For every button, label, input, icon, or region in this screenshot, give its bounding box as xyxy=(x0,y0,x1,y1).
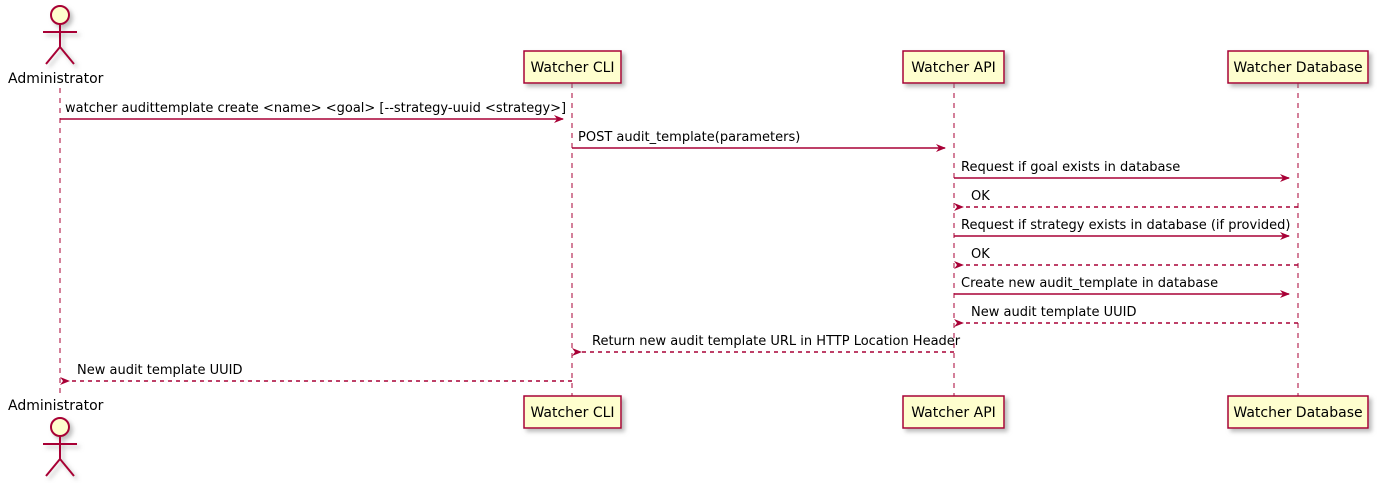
actor-label-administrator-top: Administrator xyxy=(8,71,104,87)
message-10[interactable]: New audit template UUID xyxy=(60,363,572,385)
participant-label-watcher-cli-bottom: Watcher CLI xyxy=(530,405,614,421)
actor-leg-left-icon xyxy=(45,458,61,477)
participant-box-watcher-api-bottom[interactable]: Watcher API xyxy=(902,395,1005,429)
message-label-3: Request if goal exists in database xyxy=(961,160,1180,175)
participant-box-rect xyxy=(902,395,1005,429)
message-1[interactable]: watcher audittemplate create <name> <goa… xyxy=(60,101,566,123)
message-9[interactable]: Return new audit template URL in HTTP Lo… xyxy=(572,334,961,356)
participant-label-watcher-database-bottom: Watcher Database xyxy=(1233,405,1362,421)
message-label-1: watcher audittemplate create <name> <goa… xyxy=(65,101,566,116)
actor-head-icon xyxy=(50,5,70,25)
actor-administrator-top[interactable] xyxy=(43,5,77,65)
participant-box-rect xyxy=(523,50,622,84)
participant-label-watcher-api-bottom: Watcher API xyxy=(911,405,996,421)
message-label-2: POST audit_template(parameters) xyxy=(578,130,800,145)
message-6[interactable]: OK xyxy=(954,247,1298,269)
actor-leg-left-icon xyxy=(45,46,61,65)
message-5[interactable]: Request if strategy exists in database (… xyxy=(954,218,1290,240)
participant-box-watcher-cli-bottom[interactable]: Watcher CLI xyxy=(523,395,622,429)
actor-administrator-bottom[interactable] xyxy=(43,417,77,477)
message-label-4: OK xyxy=(971,189,990,204)
participant-box-rect xyxy=(523,395,622,429)
actor-label-administrator-bottom: Administrator xyxy=(8,398,104,414)
message-label-10: New audit template UUID xyxy=(77,363,242,378)
message-3[interactable]: Request if goal exists in database xyxy=(954,160,1290,182)
message-label-8: New audit template UUID xyxy=(971,305,1136,320)
participant-label-watcher-database-top: Watcher Database xyxy=(1233,60,1362,76)
actor-head-icon xyxy=(50,417,70,437)
lifelines-group xyxy=(59,83,1299,396)
message-7[interactable]: Create new audit_template in database xyxy=(954,276,1290,298)
participant-box-rect xyxy=(1227,50,1369,84)
actor-leg-right-icon xyxy=(59,458,75,477)
message-2[interactable]: POST audit_template(parameters) xyxy=(572,130,946,152)
message-label-7: Create new audit_template in database xyxy=(961,276,1218,291)
message-4[interactable]: OK xyxy=(954,189,1298,211)
participant-box-watcher-database-top[interactable]: Watcher Database xyxy=(1227,50,1369,84)
participant-box-watcher-api-top[interactable]: Watcher API xyxy=(902,50,1005,84)
message-label-9: Return new audit template URL in HTTP Lo… xyxy=(592,334,961,349)
actor-leg-right-icon xyxy=(59,46,75,65)
participant-box-rect xyxy=(1227,395,1369,429)
participant-box-watcher-cli-top[interactable]: Watcher CLI xyxy=(523,50,622,84)
message-label-5: Request if strategy exists in database (… xyxy=(961,218,1290,233)
participant-label-watcher-cli-top: Watcher CLI xyxy=(530,60,614,76)
message-label-6: OK xyxy=(971,247,990,262)
message-8[interactable]: New audit template UUID xyxy=(954,305,1298,327)
participant-box-rect xyxy=(902,50,1005,84)
participant-box-watcher-database-bottom[interactable]: Watcher Database xyxy=(1227,395,1369,429)
participant-label-watcher-api-top: Watcher API xyxy=(911,60,996,76)
